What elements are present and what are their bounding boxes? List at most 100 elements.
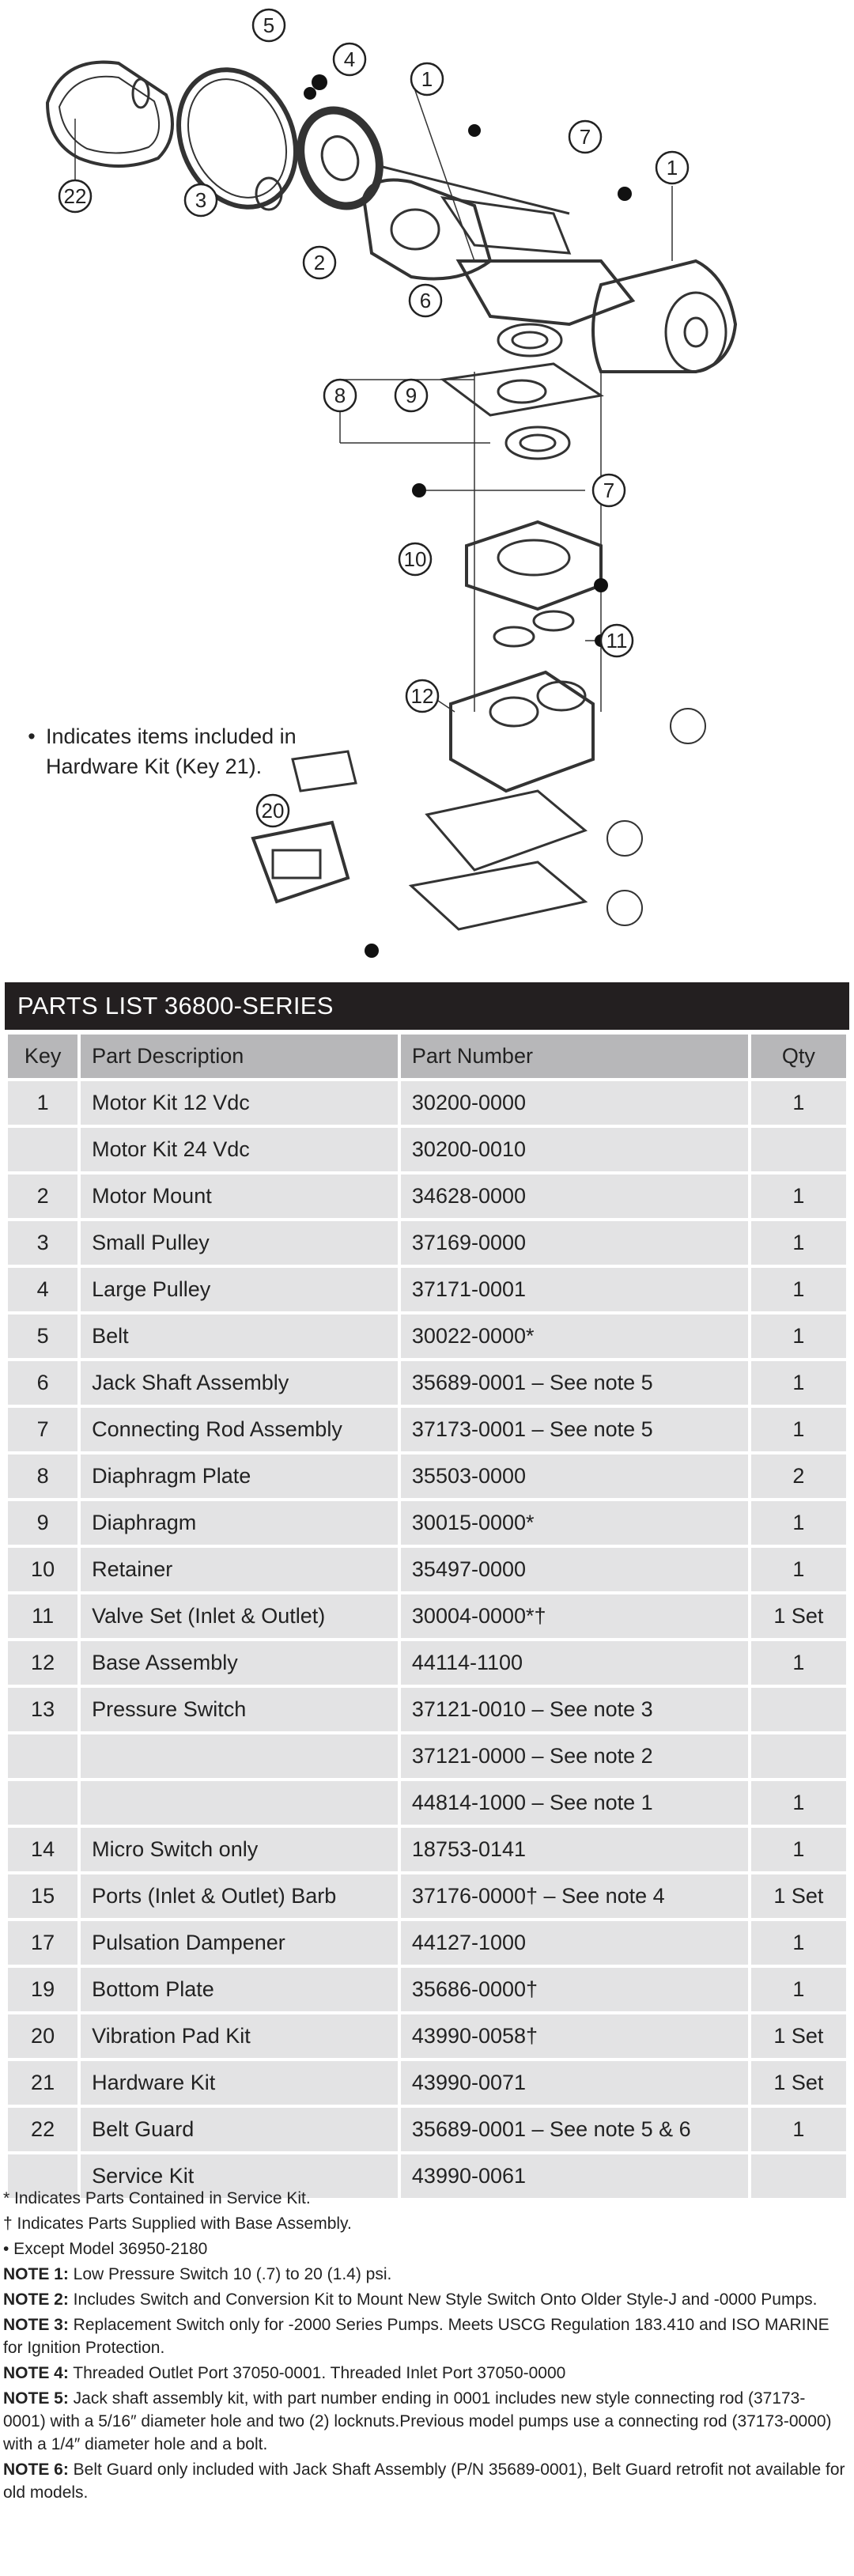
callout-label-8: 8 [334, 384, 346, 407]
cell-part-description: Pulsation Dampener [81, 1921, 398, 1965]
cell-qty: 1 [750, 1781, 846, 1825]
cell-qty: 1 [750, 1828, 846, 1871]
cell-part-description: Large Pulley [81, 1268, 398, 1311]
cell-part-description [81, 1781, 398, 1825]
cell-part-number: 35503-0000 [400, 1454, 748, 1498]
cell-key: 8 [8, 1454, 78, 1498]
cell-qty: 1 [750, 1314, 846, 1358]
cell-part-description: Valve Set (Inlet & Outlet) [81, 1594, 398, 1638]
note-text: † Indicates Parts Supplied with Base Ass… [3, 2215, 352, 2233]
cell-key: 3 [8, 1221, 78, 1265]
note-item: • Except Model 36950-2180 [3, 2237, 848, 2260]
callout-20 [255, 793, 290, 828]
callout-label-10: 10 [404, 547, 427, 571]
exploded-parts-diagram: 1 1 2 3 4 5 6 7 7 8 9 10 11 12 20 22 [0, 0, 854, 981]
cell-part-number: 34628-0000 [400, 1175, 748, 1218]
header-part-number: Part Number [400, 1035, 748, 1078]
callout-label-20: 20 [262, 799, 285, 823]
note-text: Includes Switch and Conversion Kit to Mo… [68, 2290, 818, 2309]
note-label: NOTE 2: [3, 2290, 69, 2309]
cell-qty: 1 [750, 1641, 846, 1685]
cell-part-description: Service Kit [81, 2154, 398, 2198]
cell-part-description: Motor Mount [81, 1175, 398, 1218]
cell-key: 21 [8, 2061, 78, 2105]
note-label: NOTE 6: [3, 2461, 69, 2479]
callout-label-7a: 7 [580, 125, 591, 149]
callout-label-6: 6 [420, 289, 431, 312]
callout-label-1a: 1 [421, 67, 433, 91]
cell-part-number: 35689-0001 – See note 5 [400, 1361, 748, 1405]
cell-key: 15 [8, 1874, 78, 1918]
note-label: NOTE 4: [3, 2364, 69, 2382]
cell-key: 22 [8, 2108, 78, 2151]
note-text: • Except Model 36950-2180 [3, 2240, 208, 2258]
cell-qty: 1 [750, 2108, 846, 2151]
cell-part-number: 18753-0141 [400, 1828, 748, 1871]
cell-qty [750, 2154, 846, 2198]
cell-part-number: 37169-0000 [400, 1221, 748, 1265]
hardware-kit-note: • Indicates items included in Hardware K… [17, 721, 350, 781]
callout-label-1b: 1 [667, 156, 678, 180]
hardware-kit-note-text: Indicates items included in Hardware Kit… [46, 724, 297, 778]
callout-11 [599, 623, 634, 658]
cell-part-description [81, 1734, 398, 1778]
cell-qty [750, 1128, 846, 1171]
cell-part-description: Belt [81, 1314, 398, 1358]
cell-key [8, 1734, 78, 1778]
cell-part-description: Ports (Inlet & Outlet) Barb [81, 1874, 398, 1918]
note-label: NOTE 3: [3, 2316, 69, 2334]
callout-1a [410, 62, 444, 96]
cell-qty: 1 [750, 1175, 846, 1218]
callout-6 [408, 283, 443, 318]
cell-key: 7 [8, 1408, 78, 1451]
cell-part-number: 30004-0000*† [400, 1594, 748, 1638]
cell-part-description: Diaphragm Plate [81, 1454, 398, 1498]
cell-part-description: Retainer [81, 1548, 398, 1591]
cell-qty: 1 [750, 1921, 846, 1965]
cell-part-number: 37173-0001 – See note 5 [400, 1408, 748, 1451]
cell-part-description: Connecting Rod Assembly [81, 1408, 398, 1451]
callout-label-5: 5 [263, 13, 274, 37]
cell-part-number: 37121-0010 – See note 3 [400, 1688, 748, 1731]
callout-label-9: 9 [406, 384, 417, 407]
cell-part-number: 43990-0071 [400, 2061, 748, 2105]
cell-part-number: 44127-1000 [400, 1921, 748, 1965]
note-item: NOTE 5: Jack shaft assembly kit, with pa… [3, 2387, 848, 2456]
callout-label-12: 12 [411, 684, 434, 708]
cell-key [8, 2154, 78, 2198]
callout-7b [591, 473, 626, 508]
cell-key: 11 [8, 1594, 78, 1638]
note-text: Threaded Outlet Port 37050-0001. Threade… [68, 2364, 566, 2382]
cell-part-number: 30022-0000* [400, 1314, 748, 1358]
note-text: Jack shaft assembly kit, with part numbe… [3, 2389, 832, 2453]
header-qty: Qty [750, 1035, 846, 1078]
parts-table-header: Key Part Description Part Number Qty [8, 1035, 846, 1078]
table-row: 37121-0000 – See note 2 [8, 1734, 846, 1778]
cell-qty: 1 [750, 1361, 846, 1405]
parts-list: PARTS LIST 36800-SERIES Key Part Descrip… [5, 982, 849, 2201]
callout-2 [302, 245, 337, 280]
note-item: NOTE 3: Replacement Switch only for -200… [3, 2313, 848, 2359]
note-label: NOTE 1: [3, 2265, 69, 2283]
callout-label-4: 4 [344, 47, 355, 71]
note-item: NOTE 6: Belt Guard only included with Ja… [3, 2458, 848, 2504]
cell-part-description: Vibration Pad Kit [81, 2014, 398, 2058]
cell-qty: 1 [750, 1268, 846, 1311]
cell-key: 1 [8, 1081, 78, 1125]
note-item: NOTE 2: Includes Switch and Conversion K… [3, 2288, 848, 2311]
cell-key: 13 [8, 1688, 78, 1731]
